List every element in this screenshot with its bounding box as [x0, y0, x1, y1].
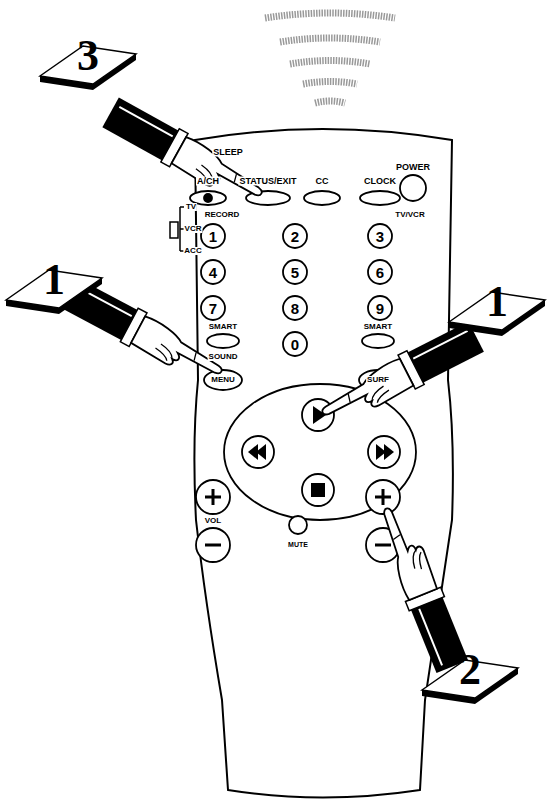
digit-key: 5: [290, 265, 300, 280]
digit-key: 9: [375, 301, 385, 316]
button-label: POWER: [395, 163, 431, 172]
pointing-hands: [60, 96, 485, 674]
mode-label: ACC: [183, 247, 202, 255]
step-cards: [6, 46, 545, 704]
digit-key: 1: [208, 229, 218, 244]
button-label: SOUND: [208, 353, 239, 361]
callout-number: 2: [458, 648, 482, 692]
button-label: SMART: [363, 323, 393, 331]
button-label: A/CH: [196, 177, 220, 186]
digit-key: 7: [208, 301, 218, 316]
button-label: MENU: [210, 376, 236, 384]
callout-number: 3: [76, 34, 100, 78]
digit-key: 0: [290, 337, 300, 352]
button-symbols: [205, 406, 394, 545]
button-label: SLEEP: [212, 148, 244, 157]
mode-label: TV: [185, 203, 197, 211]
button-label: SMART: [208, 323, 238, 331]
button-label: STATUS/EXIT: [238, 177, 297, 186]
digit-key: 8: [290, 301, 300, 316]
mode-label: VCR: [184, 225, 203, 233]
callout-number: 1: [42, 258, 66, 302]
button-label: SURF: [366, 376, 390, 384]
digit-key: 4: [208, 265, 218, 280]
digit-key: 6: [375, 265, 385, 280]
button-label: TV/VCR: [394, 211, 425, 219]
button-label: CC: [315, 177, 330, 186]
digit-key: 3: [375, 229, 385, 244]
digit-key: 2: [290, 229, 300, 244]
button-label: CLOCK: [363, 177, 397, 186]
button-label: VOL: [204, 517, 222, 525]
button-label: MUTE: [287, 541, 309, 548]
mode-switch: [170, 207, 184, 251]
button-label: RECORD: [204, 211, 241, 219]
signal-waves: [265, 13, 395, 103]
remote-body: [194, 129, 453, 798]
callout-number: 1: [485, 280, 509, 324]
